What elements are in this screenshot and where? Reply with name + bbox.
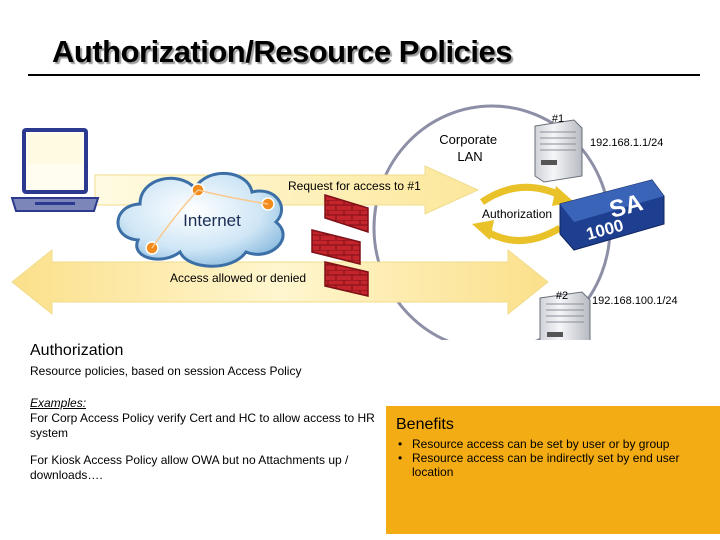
server-1-icon	[534, 119, 583, 183]
example-kiosk: For Kiosk Access Policy allow OWA but no…	[30, 453, 349, 482]
internet-cloud-icon	[116, 172, 285, 268]
laptop-icon	[10, 128, 100, 212]
server-2-tag: #2	[556, 290, 568, 302]
internet-label: Internet	[183, 211, 241, 230]
ip-address-2: 192.168.100.1/24	[592, 295, 678, 307]
authorization-label: Authorization	[482, 207, 552, 221]
authorization-cycle-icon	[472, 183, 574, 244]
benefits-list: Resource access can be set by user or by…	[396, 437, 716, 479]
benefit-item: Resource access can be indirectly set by…	[396, 451, 716, 479]
examples-title: Examples:	[30, 396, 87, 410]
access-label: Access allowed or denied	[170, 271, 306, 285]
firewall-icon	[311, 193, 369, 297]
authorization-subtitle: Resource policies, based on session Acce…	[30, 364, 302, 378]
corporate-lan-label: Corporate LAN	[439, 132, 500, 164]
server-2-icon	[539, 291, 591, 340]
slide-title: Authorization/Resource Policies	[52, 34, 512, 69]
sa-1000-appliance-icon: SA 1000	[559, 179, 665, 251]
benefits-heading: Benefits	[396, 416, 454, 433]
server-1-tag: #1	[552, 113, 564, 125]
title-divider	[28, 74, 700, 76]
access-arrow	[11, 248, 549, 316]
benefit-item: Resource access can be set by user or by…	[396, 437, 716, 451]
authorization-heading: Authorization	[30, 342, 124, 359]
ip-address-1: 192.168.1.1/24	[590, 137, 663, 149]
request-label: Request for access to #1	[288, 179, 421, 193]
examples-block: Examples: For Corp Access Policy verify …	[30, 396, 375, 483]
example-corp: For Corp Access Policy verify Cert and H…	[30, 411, 375, 440]
network-diagram: Internet #1 #2 SA 1000 Corporate LAN 192…	[10, 104, 678, 340]
